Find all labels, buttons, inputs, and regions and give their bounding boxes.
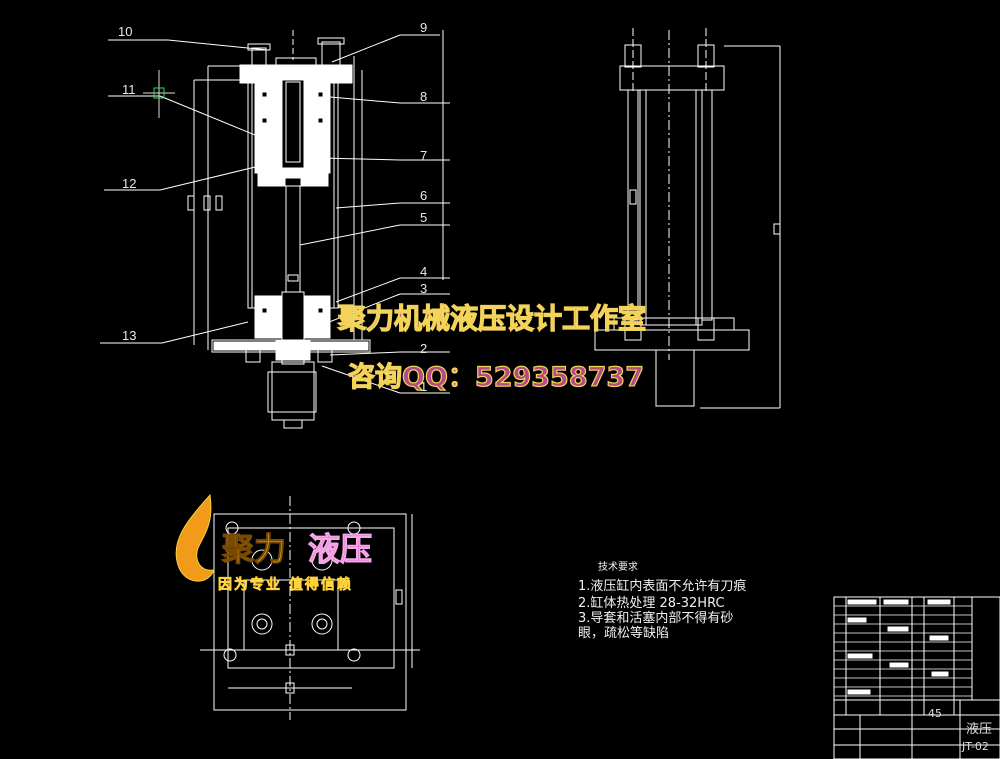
part-label: 1 <box>420 379 427 394</box>
part-numbers: 10 9 8 11 7 12 6 5 4 3 13 2 1 <box>118 20 427 394</box>
tech-req-item: 3.导套和活塞内部不得有砂 <box>578 610 733 626</box>
part-label: 13 <box>122 328 136 343</box>
tech-req-item: 眼，疏松等缺陷 <box>578 625 669 641</box>
part-label: 6 <box>420 188 427 203</box>
title-block <box>833 596 1000 759</box>
tech-req-item: 1.液压缸内表面不允许有刀痕 <box>578 578 746 594</box>
part-label: 9 <box>420 20 427 35</box>
part-leaders <box>100 34 450 394</box>
part-label: 12 <box>122 176 136 191</box>
title-block-material: 45 <box>928 707 942 720</box>
watermark-studio-name: 聚力机械液压设计工作室 <box>337 302 646 335</box>
part-label: 3 <box>420 281 427 296</box>
part-label: 7 <box>420 148 427 163</box>
part-label: 5 <box>420 210 427 225</box>
studio-logo: 聚力 液压 因为专业 值得信赖 <box>175 493 373 593</box>
watermark: 聚力机械液压设计工作室 咨询QQ：529358737 <box>336 301 646 393</box>
part-label: 10 <box>118 24 132 39</box>
title-block-name: 液压 <box>966 722 992 737</box>
part-label: 2 <box>420 341 427 356</box>
logo-slogan: 因为专业 值得信赖 <box>218 576 353 593</box>
flame-icon <box>175 493 215 582</box>
top-view <box>200 496 420 720</box>
logo-text-left: 聚力 <box>221 530 286 568</box>
tech-req-title: 技术要求 <box>598 560 638 573</box>
part-label: 4 <box>420 264 427 279</box>
part-label: 8 <box>420 89 427 104</box>
side-view <box>594 28 781 409</box>
logo-text-right: 液压 <box>308 530 372 568</box>
title-block-drawing-no: JT-02 <box>961 740 989 753</box>
technical-requirements: 技术要求 1.液压缸内表面不允许有刀痕 2.缸体热处理 28-32HRC 3.导… <box>578 560 746 641</box>
watermark-contact: 咨询QQ：529358737 <box>348 362 644 393</box>
part-label: 11 <box>122 82 136 97</box>
tech-req-item: 2.缸体热处理 28-32HRC <box>578 595 725 611</box>
section-view <box>187 30 444 429</box>
